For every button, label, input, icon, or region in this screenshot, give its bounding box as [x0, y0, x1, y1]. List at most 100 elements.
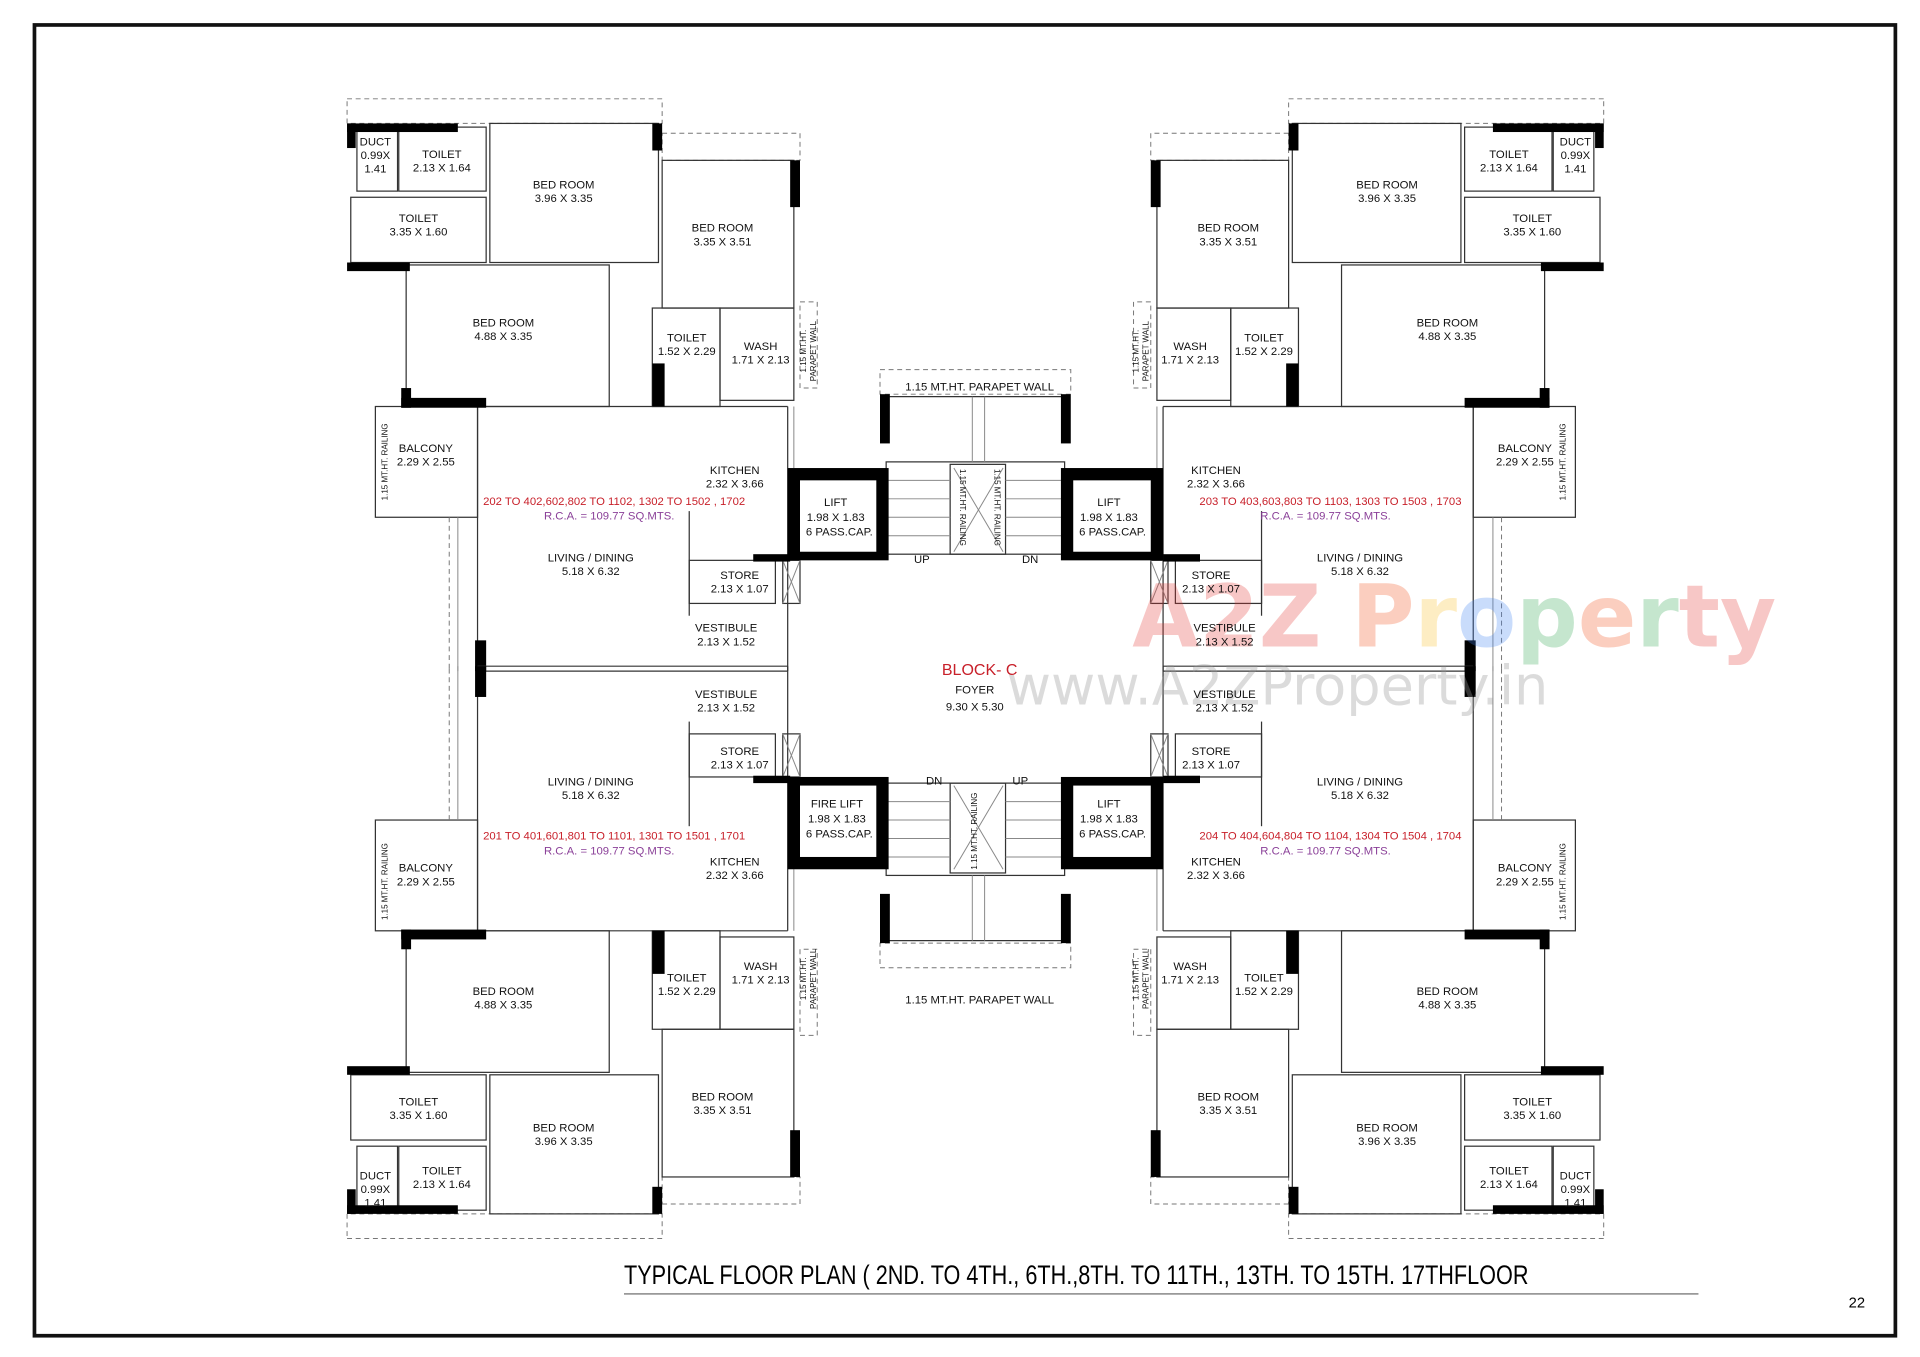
- vestibule-dims: 2.13 X 1.52: [697, 636, 755, 648]
- wash-dims: 1.71 X 2.13: [732, 354, 790, 366]
- flat-numbers: 202 TO 402,602,802 TO 1102, 1302 TO 1502…: [483, 496, 745, 508]
- bed-room-label: BED ROOM: [473, 986, 535, 998]
- stair-dn-label: DN: [1022, 554, 1038, 566]
- core-labels: 1.15 MT.HT. PARAPET WALL 1.15 MT.HT. PAR…: [806, 382, 1146, 1007]
- store-label: STORE: [1192, 570, 1231, 582]
- fire-lift-dims: 1.98 X 1.83: [808, 814, 866, 826]
- parapet-wall-label: PARAPET WALL: [809, 948, 818, 1009]
- flat-numbers: 204 TO 404,604,804 TO 1104, 1304 TO 1504…: [1199, 831, 1461, 843]
- duct-dims: 1.41: [364, 164, 386, 176]
- toilet-dims: 1.52 X 2.29: [1235, 346, 1293, 358]
- lift-top-left-name: LIFT: [824, 497, 847, 509]
- balcony-railing-label: 1.15 MT.HT. RAILING: [1559, 843, 1568, 920]
- toilet-label: TOILET: [667, 972, 706, 984]
- wash-dims: 1.71 X 2.13: [1161, 354, 1219, 366]
- lift-bottom-right-name: LIFT: [1097, 799, 1120, 811]
- toilet-dims: 1.52 X 2.29: [658, 346, 716, 358]
- parapet-wall-label: 1.15 MT.HT.: [799, 330, 808, 373]
- toilet-label: TOILET: [1489, 149, 1528, 161]
- rca-area: R.C.A. = 109.77 SQ.MTS.: [1260, 845, 1390, 857]
- parapet-wall-label: 1.15 MT.HT.: [1131, 957, 1140, 1000]
- kitchen-dims: 2.32 X 3.66: [706, 870, 764, 882]
- toilet-label: TOILET: [1513, 1097, 1552, 1109]
- duct-dims: 0.99X: [1561, 1184, 1591, 1196]
- flat-numbers: 203 TO 403,603,803 TO 1103, 1303 TO 1503…: [1199, 496, 1461, 508]
- toilet-label: TOILET: [1244, 972, 1283, 984]
- duct-label: DUCT: [360, 137, 392, 149]
- stair-up-label: UP: [1012, 775, 1028, 787]
- parapet-wall-label: PARAPET WALL: [1141, 948, 1150, 1009]
- kitchen-dims: 2.32 X 3.66: [706, 479, 764, 491]
- duct-dims: 1.41: [364, 1198, 386, 1210]
- stair-up-label: UP: [914, 554, 930, 566]
- toilet-dims: 3.35 X 1.60: [390, 226, 448, 238]
- vestibule-dims: 2.13 X 1.52: [1196, 703, 1254, 715]
- watermark-url: www.A2ZProperty.in: [1007, 654, 1549, 717]
- bed-room-dims: 4.88 X 3.35: [1418, 999, 1476, 1011]
- drawing-title: TYPICAL FLOOR PLAN ( 2ND. TO 4TH., 6TH.,…: [624, 1261, 1529, 1291]
- kitchen-label: KITCHEN: [710, 857, 760, 869]
- living-dining-label: LIVING / DINING: [548, 553, 634, 565]
- toilet-label: TOILET: [1244, 332, 1283, 344]
- living-dining-label: LIVING / DINING: [1317, 553, 1403, 565]
- toilet-label: TOILET: [399, 213, 438, 225]
- bed-room-dims: 3.35 X 3.51: [694, 1105, 752, 1117]
- balcony-dims: 2.29 X 2.55: [1496, 457, 1554, 469]
- store-dims: 2.13 X 1.07: [711, 759, 769, 771]
- vestibule-dims: 2.13 X 1.52: [697, 703, 755, 715]
- vestibule-dims: 2.13 X 1.52: [1196, 636, 1254, 648]
- living-dining-dims: 5.18 X 6.32: [1331, 790, 1389, 802]
- duct-dims: 0.99X: [361, 1184, 391, 1196]
- duct-dims: 1.41: [1564, 164, 1586, 176]
- fire-lift-name: FIRE LIFT: [811, 799, 863, 811]
- stair-railing-label: 1.15 MT.HT. RAILING: [970, 793, 979, 870]
- vestibule-label: VESTIBULE: [695, 689, 758, 701]
- bed-room-dims: 3.35 X 3.51: [694, 236, 752, 248]
- bed-room-label: BED ROOM: [1356, 1122, 1418, 1134]
- living-dining-label: LIVING / DINING: [1317, 777, 1403, 789]
- parapet-wall-label: 1.15 MT.HT.: [799, 957, 808, 1000]
- toilet-dims: 2.13 X 1.64: [1480, 162, 1538, 174]
- bed-room-label: BED ROOM: [533, 180, 595, 192]
- balcony-dims: 2.29 X 2.55: [1496, 876, 1554, 888]
- duct-dims: 1.41: [1564, 1198, 1586, 1210]
- page-number: 22: [1849, 1295, 1865, 1311]
- watermark-logo: A2Z Property: [1132, 568, 1776, 668]
- store-dims: 2.13 X 1.07: [1182, 759, 1240, 771]
- rca-area: R.C.A. = 109.77 SQ.MTS.: [544, 511, 674, 523]
- lift-top-left-dims: 1.98 X 1.83: [807, 512, 865, 524]
- parapet-wall-bottom-label: 1.15 MT.HT. PARAPET WALL: [905, 994, 1054, 1006]
- duct-label: DUCT: [1560, 137, 1592, 149]
- balcony-dims: 2.29 X 2.55: [397, 457, 455, 469]
- living-dining-dims: 5.18 X 6.32: [562, 790, 620, 802]
- lift-bottom-right-dims: 1.98 X 1.83: [1080, 814, 1138, 826]
- balcony-label: BALCONY: [399, 863, 454, 875]
- wash-dims: 1.71 X 2.13: [1161, 975, 1219, 987]
- foyer-label: FOYER: [955, 684, 994, 696]
- toilet-label: TOILET: [667, 332, 706, 344]
- block-name: BLOCK- C: [942, 662, 1018, 679]
- balcony-label: BALCONY: [1498, 863, 1553, 875]
- bed-room-label: BED ROOM: [1198, 1092, 1260, 1104]
- kitchen-label: KITCHEN: [710, 465, 760, 477]
- toilet-dims: 2.13 X 1.64: [413, 1179, 471, 1191]
- wash-dims: 1.71 X 2.13: [732, 975, 790, 987]
- wash-label: WASH: [1173, 961, 1207, 973]
- stair-dn-label: DN: [926, 775, 942, 787]
- bed-room-dims: 4.88 X 3.35: [474, 331, 532, 343]
- toilet-dims: 3.35 X 1.60: [1503, 1110, 1561, 1122]
- bed-room-dims: 3.35 X 3.51: [1199, 1105, 1257, 1117]
- bed-room-label: BED ROOM: [1198, 223, 1260, 235]
- wash-label: WASH: [744, 961, 778, 973]
- toilet-dims: 2.13 X 1.64: [413, 162, 471, 174]
- store-label: STORE: [720, 570, 759, 582]
- toilet-dims: 3.35 X 1.60: [390, 1110, 448, 1122]
- lift-bottom-right-capacity: 6 PASS.CAP.: [1079, 828, 1146, 840]
- vestibule-label: VESTIBULE: [1193, 689, 1256, 701]
- bed-room-dims: 3.96 X 3.35: [535, 193, 593, 205]
- sheet-border: [32, 23, 1898, 1338]
- rca-area: R.C.A. = 109.77 SQ.MTS.: [544, 845, 674, 857]
- stair-railing-label: 1.15 MT.HT. RAILING: [958, 469, 967, 546]
